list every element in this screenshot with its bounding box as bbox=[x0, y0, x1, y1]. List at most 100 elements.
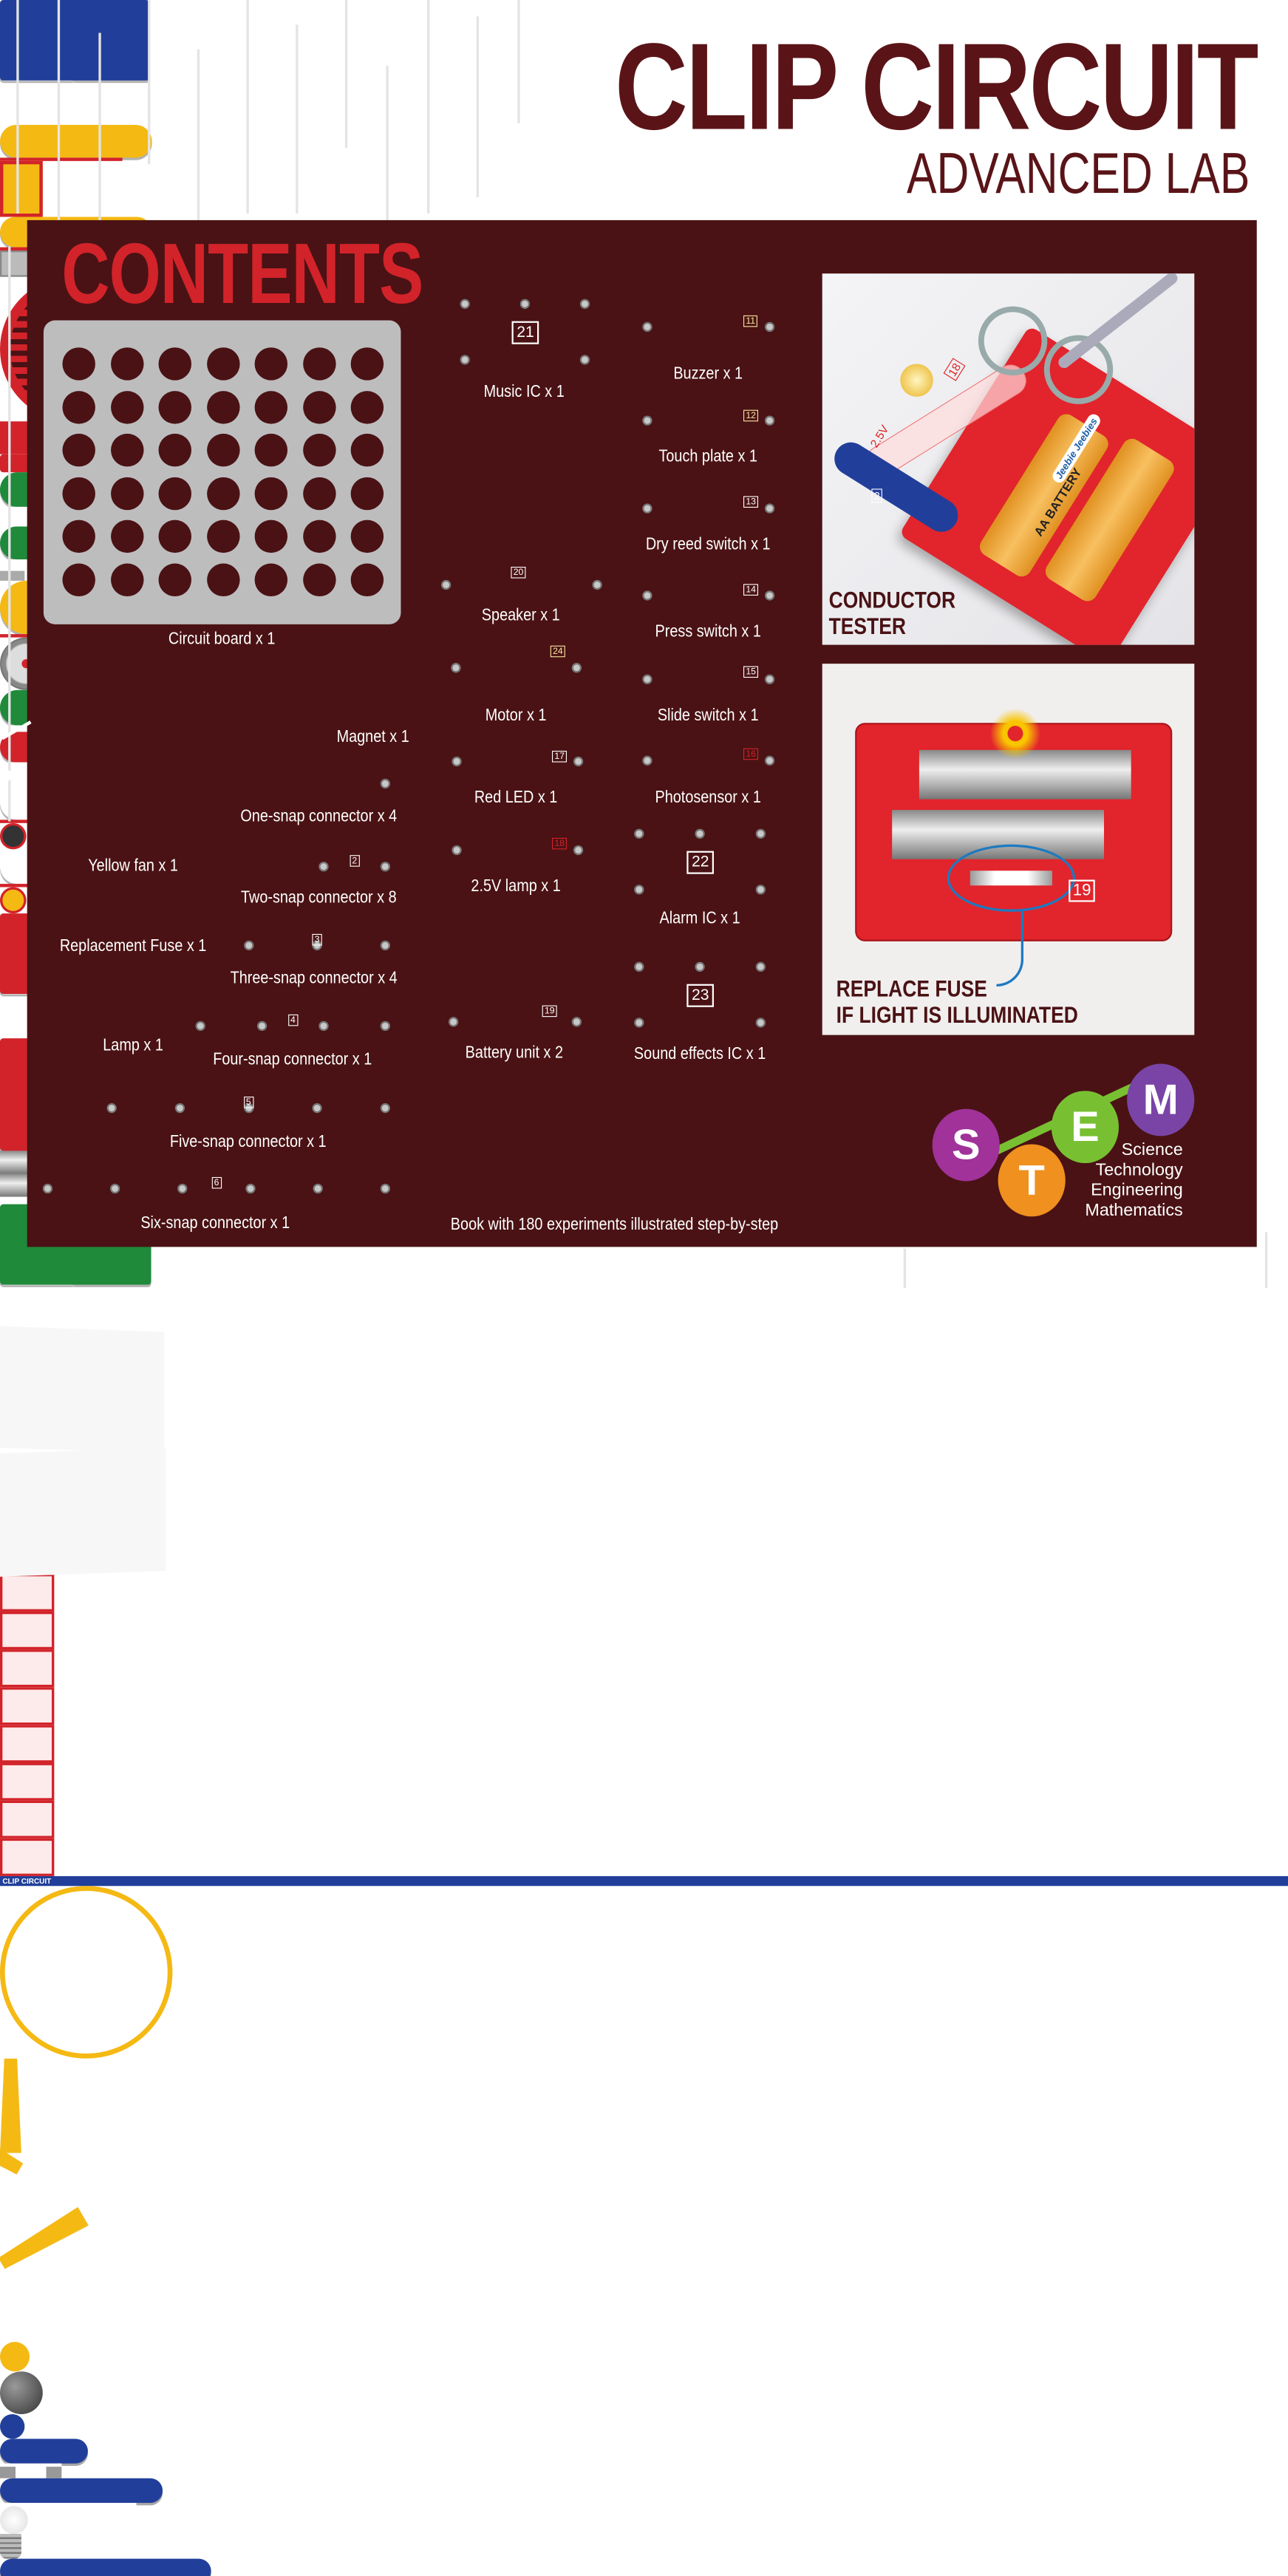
one-snap-connector bbox=[0, 2413, 25, 2439]
snap-connector bbox=[0, 2478, 163, 2504]
item-label: Sound effects IC x 1 bbox=[633, 1043, 766, 1063]
buzzer-crystal bbox=[0, 160, 43, 217]
board-hole bbox=[254, 433, 288, 467]
item-label: Speaker x 1 bbox=[481, 605, 560, 624]
part-number: 5 bbox=[243, 1096, 254, 1108]
circuit-trace bbox=[427, 0, 430, 214]
snap-module bbox=[0, 124, 152, 158]
stem-word: Mathematics bbox=[1085, 1200, 1183, 1220]
book-right-page bbox=[0, 1448, 166, 1577]
board-hole bbox=[62, 347, 95, 381]
contents-heading: CONTENTS bbox=[61, 226, 423, 322]
board-hole bbox=[110, 519, 143, 553]
snap-dot bbox=[634, 961, 644, 972]
part-number: 13 bbox=[743, 496, 759, 508]
board-hole bbox=[206, 519, 240, 553]
fan-hub bbox=[0, 2342, 30, 2372]
light-burst-icon bbox=[987, 704, 1044, 763]
stem-word: Engineering bbox=[1091, 1180, 1183, 1199]
item-label: Photosensor x 1 bbox=[655, 788, 761, 807]
item-label: Lamp x 1 bbox=[103, 1035, 163, 1055]
photosensor-eye bbox=[0, 822, 27, 850]
scissors-blade bbox=[1056, 273, 1180, 371]
snap-dot bbox=[440, 579, 452, 590]
item-label: Touch plate x 1 bbox=[658, 446, 757, 466]
part-number: 14 bbox=[743, 584, 759, 596]
circuit-trace bbox=[903, 1248, 907, 1288]
stem-words: Science Technology Engineering Mathemati… bbox=[1085, 1140, 1182, 1221]
snap-dot bbox=[243, 1103, 253, 1114]
item-label: Six-snap connector x 1 bbox=[140, 1213, 290, 1233]
part-number: 18 bbox=[551, 837, 568, 850]
snap-dot bbox=[452, 756, 462, 766]
snap-dot bbox=[642, 674, 652, 684]
snap-dot bbox=[642, 590, 652, 601]
board-hole bbox=[62, 519, 95, 553]
fuse bbox=[0, 1196, 38, 1204]
board-hole bbox=[350, 477, 384, 510]
fuse-caption: REPLACE FUSE IF LIGHT IS ILLUMINATED bbox=[836, 976, 1078, 1029]
board-hole bbox=[62, 563, 95, 596]
snap-dot bbox=[244, 940, 254, 951]
snap-dot bbox=[695, 828, 705, 839]
item-label: Five-snap connector x 1 bbox=[169, 1131, 327, 1151]
part-number: 2 bbox=[349, 855, 360, 867]
scissors-image bbox=[1043, 335, 1114, 404]
board-hole bbox=[62, 477, 95, 510]
part-number: 23 bbox=[686, 984, 715, 1007]
snap-dot bbox=[380, 778, 391, 789]
circuit-trace bbox=[344, 0, 348, 149]
item-label: Slide switch x 1 bbox=[657, 705, 759, 725]
bulb-image bbox=[900, 364, 933, 397]
part-number: 22 bbox=[686, 851, 715, 874]
fuse-diagram: 19 REPLACE FUSE IF LIGHT IS ILLUMINATED bbox=[822, 664, 1195, 1035]
fuse-highlight-circle bbox=[947, 844, 1076, 912]
item-label: Four-snap connector x 1 bbox=[213, 1049, 372, 1069]
item-label: One-snap connector x 4 bbox=[240, 806, 398, 826]
product-subtitle: ADVANCED LAB bbox=[907, 141, 1250, 205]
snap-dot bbox=[764, 415, 775, 426]
part-number: 20 bbox=[511, 567, 526, 579]
board-hole bbox=[254, 477, 288, 510]
lamp-socket bbox=[0, 887, 27, 914]
connector-number: 2 bbox=[871, 488, 883, 503]
snap-dot bbox=[579, 299, 590, 309]
fan-blade bbox=[0, 2207, 89, 2273]
part-number: 21 bbox=[511, 321, 539, 344]
item-label: Music IC x 1 bbox=[483, 381, 565, 401]
board-hole bbox=[158, 347, 192, 381]
snap-dot bbox=[764, 755, 775, 766]
snap-dot bbox=[380, 1183, 391, 1194]
board-hole bbox=[254, 347, 288, 381]
circuit-trace bbox=[98, 33, 101, 231]
snap-dot bbox=[579, 355, 590, 365]
item-label: Press switch x 1 bbox=[655, 621, 761, 641]
item-label: Book with 180 experiments illustrated st… bbox=[450, 1215, 779, 1234]
book-diagram bbox=[0, 1611, 55, 1650]
circuit-trace bbox=[296, 24, 299, 214]
part-number: 3 bbox=[312, 933, 322, 946]
item-label: Yellow fan x 1 bbox=[88, 856, 178, 875]
circuit-trace bbox=[1264, 1232, 1268, 1288]
board-hole bbox=[206, 390, 240, 424]
snap-dot bbox=[380, 862, 391, 872]
item-label: Buzzer x 1 bbox=[673, 364, 743, 384]
snap-dot bbox=[175, 1103, 185, 1114]
board-hole bbox=[302, 563, 336, 596]
board-hole bbox=[254, 563, 288, 596]
snap-dot bbox=[755, 961, 766, 972]
snap-dot bbox=[642, 503, 652, 514]
snap-dot bbox=[755, 1018, 766, 1028]
circuit-trace bbox=[386, 65, 389, 222]
caption-line: IF LIGHT IS ILLUMINATED bbox=[836, 1002, 1078, 1028]
snap-dot bbox=[42, 1183, 53, 1194]
board-hole bbox=[62, 390, 95, 424]
board-hole bbox=[302, 433, 336, 467]
snap-dot bbox=[110, 1183, 120, 1194]
fan-blade bbox=[0, 2058, 21, 2153]
snap-dot bbox=[519, 299, 530, 309]
board-hole bbox=[350, 390, 384, 424]
snap-dot bbox=[177, 1183, 188, 1194]
snap-dot bbox=[195, 1020, 205, 1032]
